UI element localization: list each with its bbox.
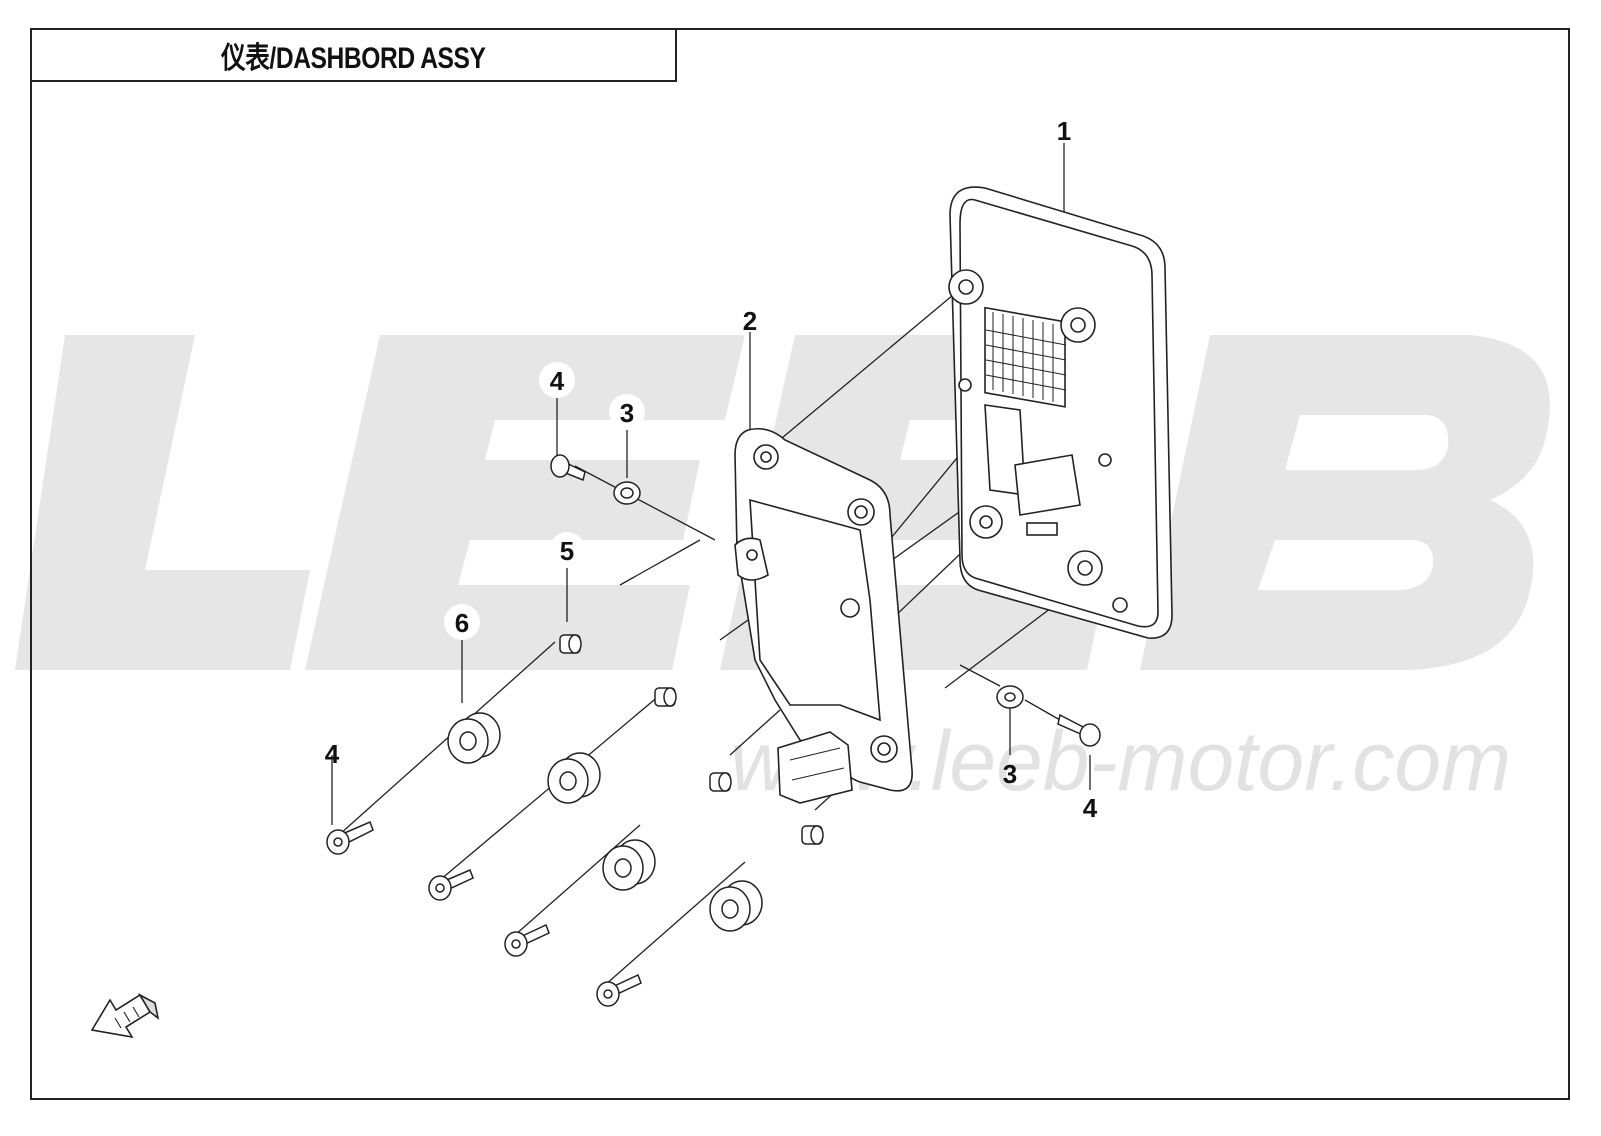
bolt-top — [550, 454, 586, 482]
grommets — [447, 712, 763, 932]
bolt-right — [1057, 713, 1101, 747]
callout-bubbles — [444, 362, 645, 640]
bolt-left-3 — [504, 923, 550, 957]
drawing-frame — [30, 28, 1570, 1100]
callout-4-top: 4 — [550, 366, 565, 396]
mounting-bracket — [734, 427, 913, 804]
fwd-arrow-icon — [90, 992, 160, 1039]
callout-3-right: 3 — [1003, 759, 1017, 789]
bolts — [326, 454, 1101, 1007]
grommet-4 — [709, 880, 763, 932]
title-block: 仪表/DASHBORD ASSY — [30, 28, 677, 82]
washer-top — [613, 481, 641, 505]
dashboard-body — [948, 186, 1173, 639]
spacer-2 — [654, 687, 677, 707]
callout-5: 5 — [560, 536, 574, 566]
spacer-4 — [801, 825, 824, 845]
washer-right — [996, 685, 1024, 709]
bolt-left-4 — [596, 973, 642, 1007]
callout-1: 1 — [1057, 116, 1071, 146]
callout-3-top: 3 — [620, 398, 634, 428]
grommet-2 — [547, 752, 601, 804]
spacer-1 — [559, 634, 582, 654]
grommet-1 — [447, 712, 501, 764]
callout-4-right: 4 — [1083, 793, 1098, 823]
spacers — [559, 634, 824, 845]
page-title: 仪表/DASHBORD ASSY — [221, 42, 486, 75]
bolt-left-2 — [428, 869, 474, 901]
callout-2: 2 — [743, 306, 757, 336]
callout-4-left: 4 — [325, 739, 340, 769]
spacer-3 — [709, 772, 732, 792]
grommet-3 — [602, 839, 656, 891]
callout-6: 6 — [455, 608, 469, 638]
bolt-left-1 — [326, 820, 374, 855]
